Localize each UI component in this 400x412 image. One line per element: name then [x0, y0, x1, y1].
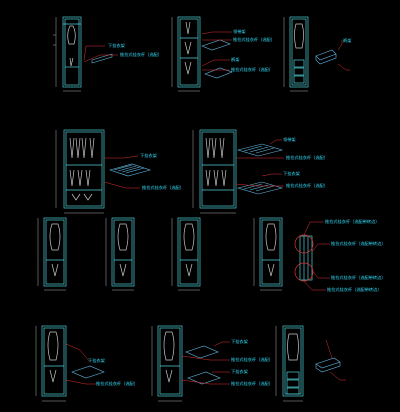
- dimension-line: [171, 218, 200, 291]
- label-trouser-rack: 裤架: [343, 38, 352, 43]
- dimension-line: [283, 17, 308, 92]
- label-pull-out-rod-corner: 推拉式挂衣杆（选配带转边）: [325, 219, 380, 224]
- label-pull-out-rod: 推拉式挂衣杆（选配）: [142, 185, 184, 190]
- label-pull-out-rod-corner: 推拉式挂衣杆（选配带转边）: [327, 287, 382, 292]
- label-pull-out-rod: 推拉式挂衣杆（选配）: [233, 37, 275, 42]
- wardrobe-elevation-9: [259, 217, 283, 287]
- label-tie-rack: 领带架: [283, 137, 296, 142]
- trouser-drawer: [315, 49, 337, 65]
- leader-lines: [103, 155, 140, 189]
- label-pull-out-rod-corner: 推拉式挂衣杆（选配带转边）: [331, 275, 386, 280]
- leader-lines: [65, 343, 96, 385]
- label-pull-out-rod-corner: 推拉式挂衣杆（选配带转边）: [331, 241, 386, 246]
- dimension-line: [37, 218, 66, 291]
- label-hanger-rack: 下挂衣架: [231, 369, 248, 374]
- tie-rack: [236, 143, 284, 157]
- leader-lines: [303, 221, 330, 291]
- dimension-line: [253, 218, 282, 291]
- label-pull-out-rod: 推拉式挂衣杆（选配）: [120, 52, 162, 57]
- dimension-line: [192, 130, 236, 214]
- dimension-line: [35, 326, 66, 402]
- wardrobe-elevation-5: [199, 129, 237, 209]
- label-tie-rack: 下挂衣架: [231, 339, 248, 344]
- dimension-line: [53, 17, 81, 92]
- dimension-line: [171, 17, 200, 92]
- label-hanger-rack: 下挂衣架: [283, 171, 300, 176]
- label-pull-out-rod: 推拉式挂衣杆（选配）: [286, 183, 328, 188]
- label-pull-out-rod: 推拉式挂衣杆（选配）: [96, 381, 138, 386]
- wardrobe-elevation-3: [289, 16, 309, 88]
- leader-lines: [201, 31, 232, 71]
- wardrobe-elevation-11: [157, 325, 183, 397]
- tie-rack: [201, 39, 231, 51]
- label-pull-out-rod: 推拉式挂衣杆（选配）: [231, 67, 273, 72]
- wardrobe-elevation-1: [62, 16, 82, 88]
- wardrobe-elevation-12: [282, 325, 304, 397]
- dimension-line: [105, 218, 134, 291]
- leader-lines: [83, 45, 118, 63]
- wardrobe-elevation-2: [177, 16, 201, 88]
- label-hanger-rack: 下挂衣架: [140, 153, 157, 158]
- label-pull-out-rod: 推拉式挂衣杆（选配）: [231, 381, 273, 386]
- label-pull-out-rod: 推拉式挂衣杆（选配）: [286, 155, 328, 160]
- wardrobe-elevation-10: [41, 325, 67, 397]
- label-hanger-rack: 下挂衣架: [108, 43, 125, 48]
- leader-lines: [235, 139, 284, 187]
- leader-lines: [337, 40, 350, 71]
- pull-out-hanger-rack: [71, 365, 105, 379]
- wardrobe-elevation-4: [63, 129, 105, 209]
- wardrobe-elevation-6: [43, 217, 67, 287]
- leader-lines: [325, 339, 346, 381]
- pull-out-hanger-rack: [108, 163, 152, 177]
- trouser-drawer: [315, 357, 341, 373]
- wardrobe-elevation-7: [111, 217, 135, 287]
- pull-out-hanger-rack: [91, 53, 113, 64]
- dimension-line: [275, 326, 303, 402]
- leader-lines: [181, 341, 230, 385]
- label-tie-rack: 领带架: [233, 29, 246, 34]
- label-trouser-rack: 裤架: [231, 57, 240, 62]
- side-rail-detail: [294, 234, 314, 282]
- tie-rack: [185, 345, 219, 359]
- dimension-line: [151, 326, 182, 402]
- wardrobe-elevation-8: [177, 217, 201, 287]
- label-hanger-rack: 下挂衣架: [88, 358, 105, 363]
- label-pull-out-rod: 推拉式挂衣杆（选配）: [231, 357, 273, 362]
- dimension-line: [55, 130, 104, 214]
